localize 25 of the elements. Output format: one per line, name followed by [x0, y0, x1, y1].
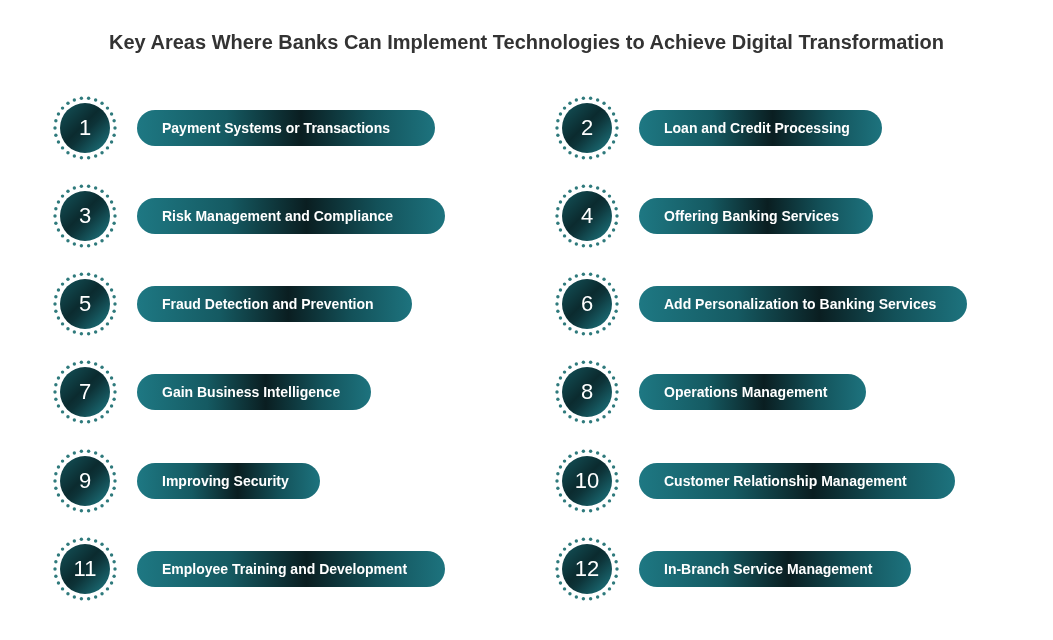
number-circle: 5 — [60, 279, 110, 329]
label-pill: Risk Management and Compliance — [137, 198, 445, 234]
label-pill: Add Personalization to Banking Services — [639, 286, 967, 322]
number-circle: 11 — [60, 544, 110, 594]
label-pill: Improving Security — [137, 463, 320, 499]
number-circle: 1 — [60, 103, 110, 153]
number-circle: 8 — [562, 367, 612, 417]
label-pill: Offering Banking Services — [639, 198, 873, 234]
label-pill: Customer Relationship Management — [639, 463, 955, 499]
label-pill: Loan and Credit Processing — [639, 110, 882, 146]
title: Key Areas Where Banks Can Implement Technologies to Achieve Digital Transformation — [109, 30, 944, 54]
number-circle: 7 — [60, 367, 110, 417]
number-circle: 2 — [562, 103, 612, 153]
label-pill: Payment Systems or Transactions — [137, 110, 435, 146]
label-pill: Gain Business Intelligence — [137, 374, 371, 410]
number-circle: 3 — [60, 191, 110, 241]
number-circle: 6 — [562, 279, 612, 329]
label-pill: Employee Training and Development — [137, 551, 445, 587]
number-circle: 9 — [60, 456, 110, 506]
number-circle: 10 — [562, 456, 612, 506]
number-circle: 12 — [562, 544, 612, 594]
label-pill: Operations Management — [639, 374, 866, 410]
label-pill: In-Branch Service Management — [639, 551, 911, 587]
label-pill: Fraud Detection and Prevention — [137, 286, 412, 322]
number-circle: 4 — [562, 191, 612, 241]
